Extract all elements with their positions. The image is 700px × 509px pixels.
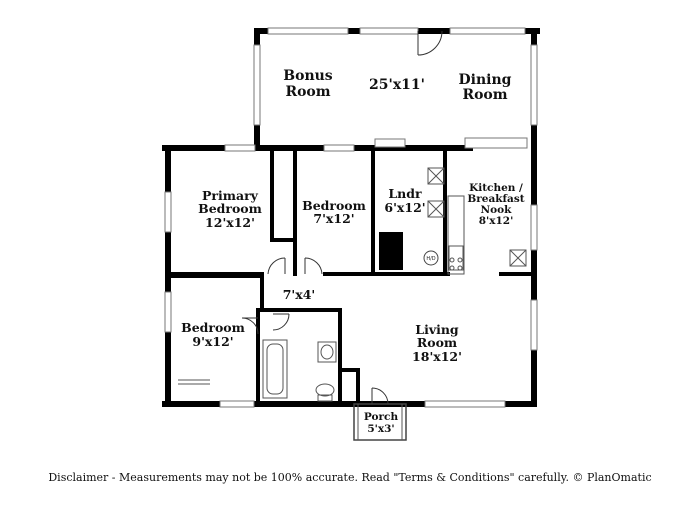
bonus-dining-size: 25'x11' [369, 77, 425, 93]
vent-icon [427, 167, 445, 185]
kitchen-counter [447, 195, 465, 275]
toilet-icon [315, 383, 335, 397]
water-heater-icon [379, 232, 403, 270]
kitchen-label-3: Nook [481, 204, 513, 216]
primary-bedroom-label-1: Primary [202, 188, 259, 203]
laundry-label: Lndr [388, 186, 422, 201]
bathtub-icon [262, 339, 288, 399]
hall-size: 7'x4' [283, 287, 316, 302]
living-room-size: 18'x12' [412, 349, 462, 364]
disclaimer-text: Disclaimer - Measurements may not be 100… [48, 471, 652, 484]
laundry-size: 6'x12' [384, 200, 425, 215]
porch-label: Porch [364, 411, 399, 423]
fixtures [178, 167, 527, 441]
washer-dryer-label: H/D [426, 256, 435, 262]
washer-dryer-icon [423, 250, 439, 266]
sink-icon [317, 341, 337, 363]
bedroom-sw-label: Bedroom [181, 320, 245, 335]
living-room-label-1: Living [415, 322, 459, 337]
bedroom-center-size: 7'x12' [313, 211, 354, 226]
bedroom-center-label: Bedroom [302, 198, 366, 213]
kitchen-size: 8'x12' [479, 215, 514, 227]
bonus-room-label-2: Room [285, 84, 330, 100]
living-room-label-2: Room [417, 335, 457, 350]
primary-bedroom-size: 12'x12' [205, 215, 255, 230]
dining-room-label-2: Room [462, 87, 507, 103]
fridge-icon [509, 249, 527, 267]
dining-room-label-1: Dining [459, 72, 512, 88]
windows [164, 27, 538, 408]
bonus-room-label-1: Bonus [283, 68, 333, 84]
kitchen-label-2: Breakfast [467, 193, 524, 205]
kitchen-label-1: Kitchen / [469, 182, 523, 194]
primary-bedroom-label-2: Bedroom [198, 201, 262, 216]
bedroom-sw-size: 9'x12' [192, 334, 233, 349]
doors [241, 30, 443, 405]
porch-size: 5'x3' [367, 423, 394, 435]
vent-icon-2 [427, 200, 445, 218]
interior-walls [166, 146, 536, 406]
